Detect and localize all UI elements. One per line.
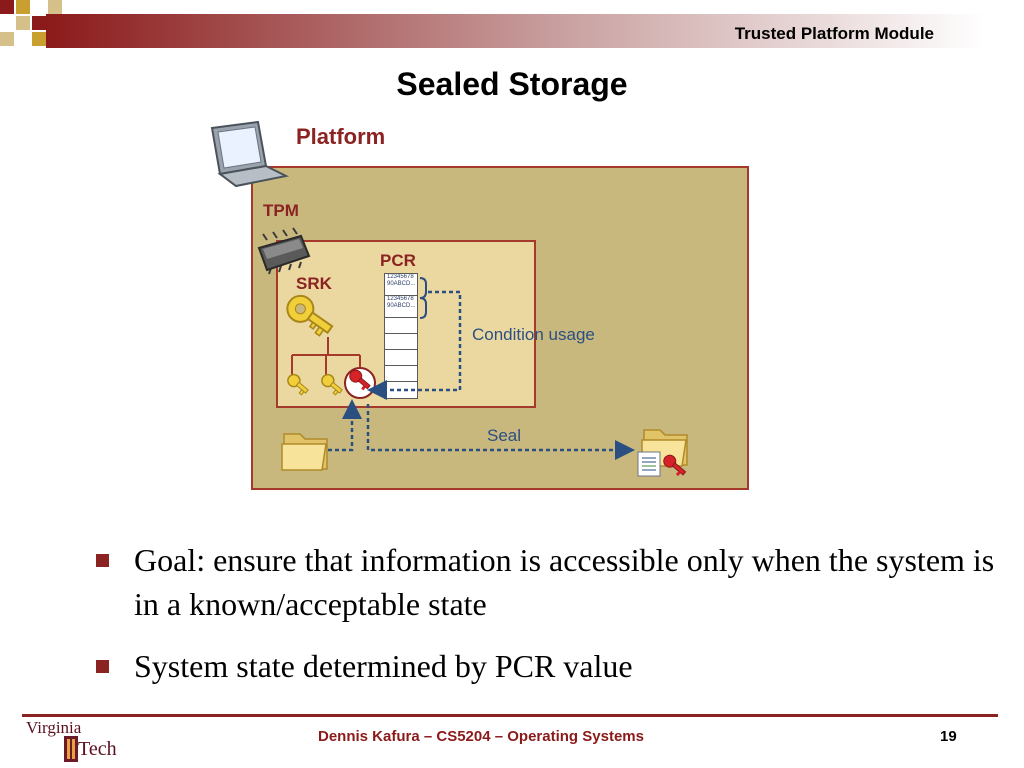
pcr-entry-line: 12345678 (387, 296, 414, 302)
slide-title: Sealed Storage (396, 66, 628, 102)
pcr-entry: 12345678 90ABCD... (385, 274, 417, 296)
tpm-label: TPM (263, 201, 299, 220)
pcr-entry: 12345678 90ABCD... (385, 296, 417, 318)
virginia-tech-logo: Virginia Tech (24, 718, 136, 764)
pcr-table: 12345678 90ABCD... 12345678 90ABCD... (384, 273, 418, 399)
pcr-entry-line: 90ABCD... (387, 281, 416, 287)
srk-key-icon (286, 294, 334, 337)
header-bar (0, 0, 1024, 52)
bullet-item: Goal: ensure that information is accessi… (96, 538, 996, 626)
page-number: 19 (940, 728, 957, 745)
tpm-chip-icon (257, 227, 311, 275)
seal-label: Seal (487, 426, 522, 445)
pcr-label: PCR (380, 251, 416, 270)
pcr-empty-slot (385, 366, 417, 382)
child-key-icon (287, 373, 309, 396)
sealed-folder-icon (637, 429, 688, 477)
bullet-item: System state determined by PCR value (96, 644, 996, 688)
key-hierarchy-lines (291, 337, 361, 375)
logo-text-tech: Tech (78, 738, 117, 760)
folder-icon (281, 433, 328, 471)
footer-divider (22, 714, 998, 717)
pcr-empty-slot (385, 318, 417, 334)
pcr-entry-line: 12345678 (387, 274, 414, 280)
srk-label: SRK (296, 274, 332, 293)
bullet-text: System state determined by PCR value (134, 648, 633, 684)
bullet-square-icon (96, 660, 109, 673)
footer-text: Dennis Kafura – CS5204 – Operating Syste… (318, 728, 644, 745)
logo-text-virginia: Virginia (26, 718, 82, 737)
pcr-empty-slot (385, 334, 417, 350)
child-key-icon (321, 373, 343, 396)
platform-label: Platform (296, 124, 386, 149)
pcr-empty-slot (385, 350, 417, 366)
pcr-entry-line: 90ABCD... (387, 303, 416, 309)
condition-usage-label: Condition usage (472, 325, 595, 344)
header-title: Trusted Platform Module (734, 24, 934, 43)
bullet-square-icon (96, 554, 109, 567)
laptop-icon (210, 120, 290, 188)
bullet-text: Goal: ensure that information is accessi… (134, 542, 995, 622)
vt-emblem-icon (64, 736, 78, 762)
